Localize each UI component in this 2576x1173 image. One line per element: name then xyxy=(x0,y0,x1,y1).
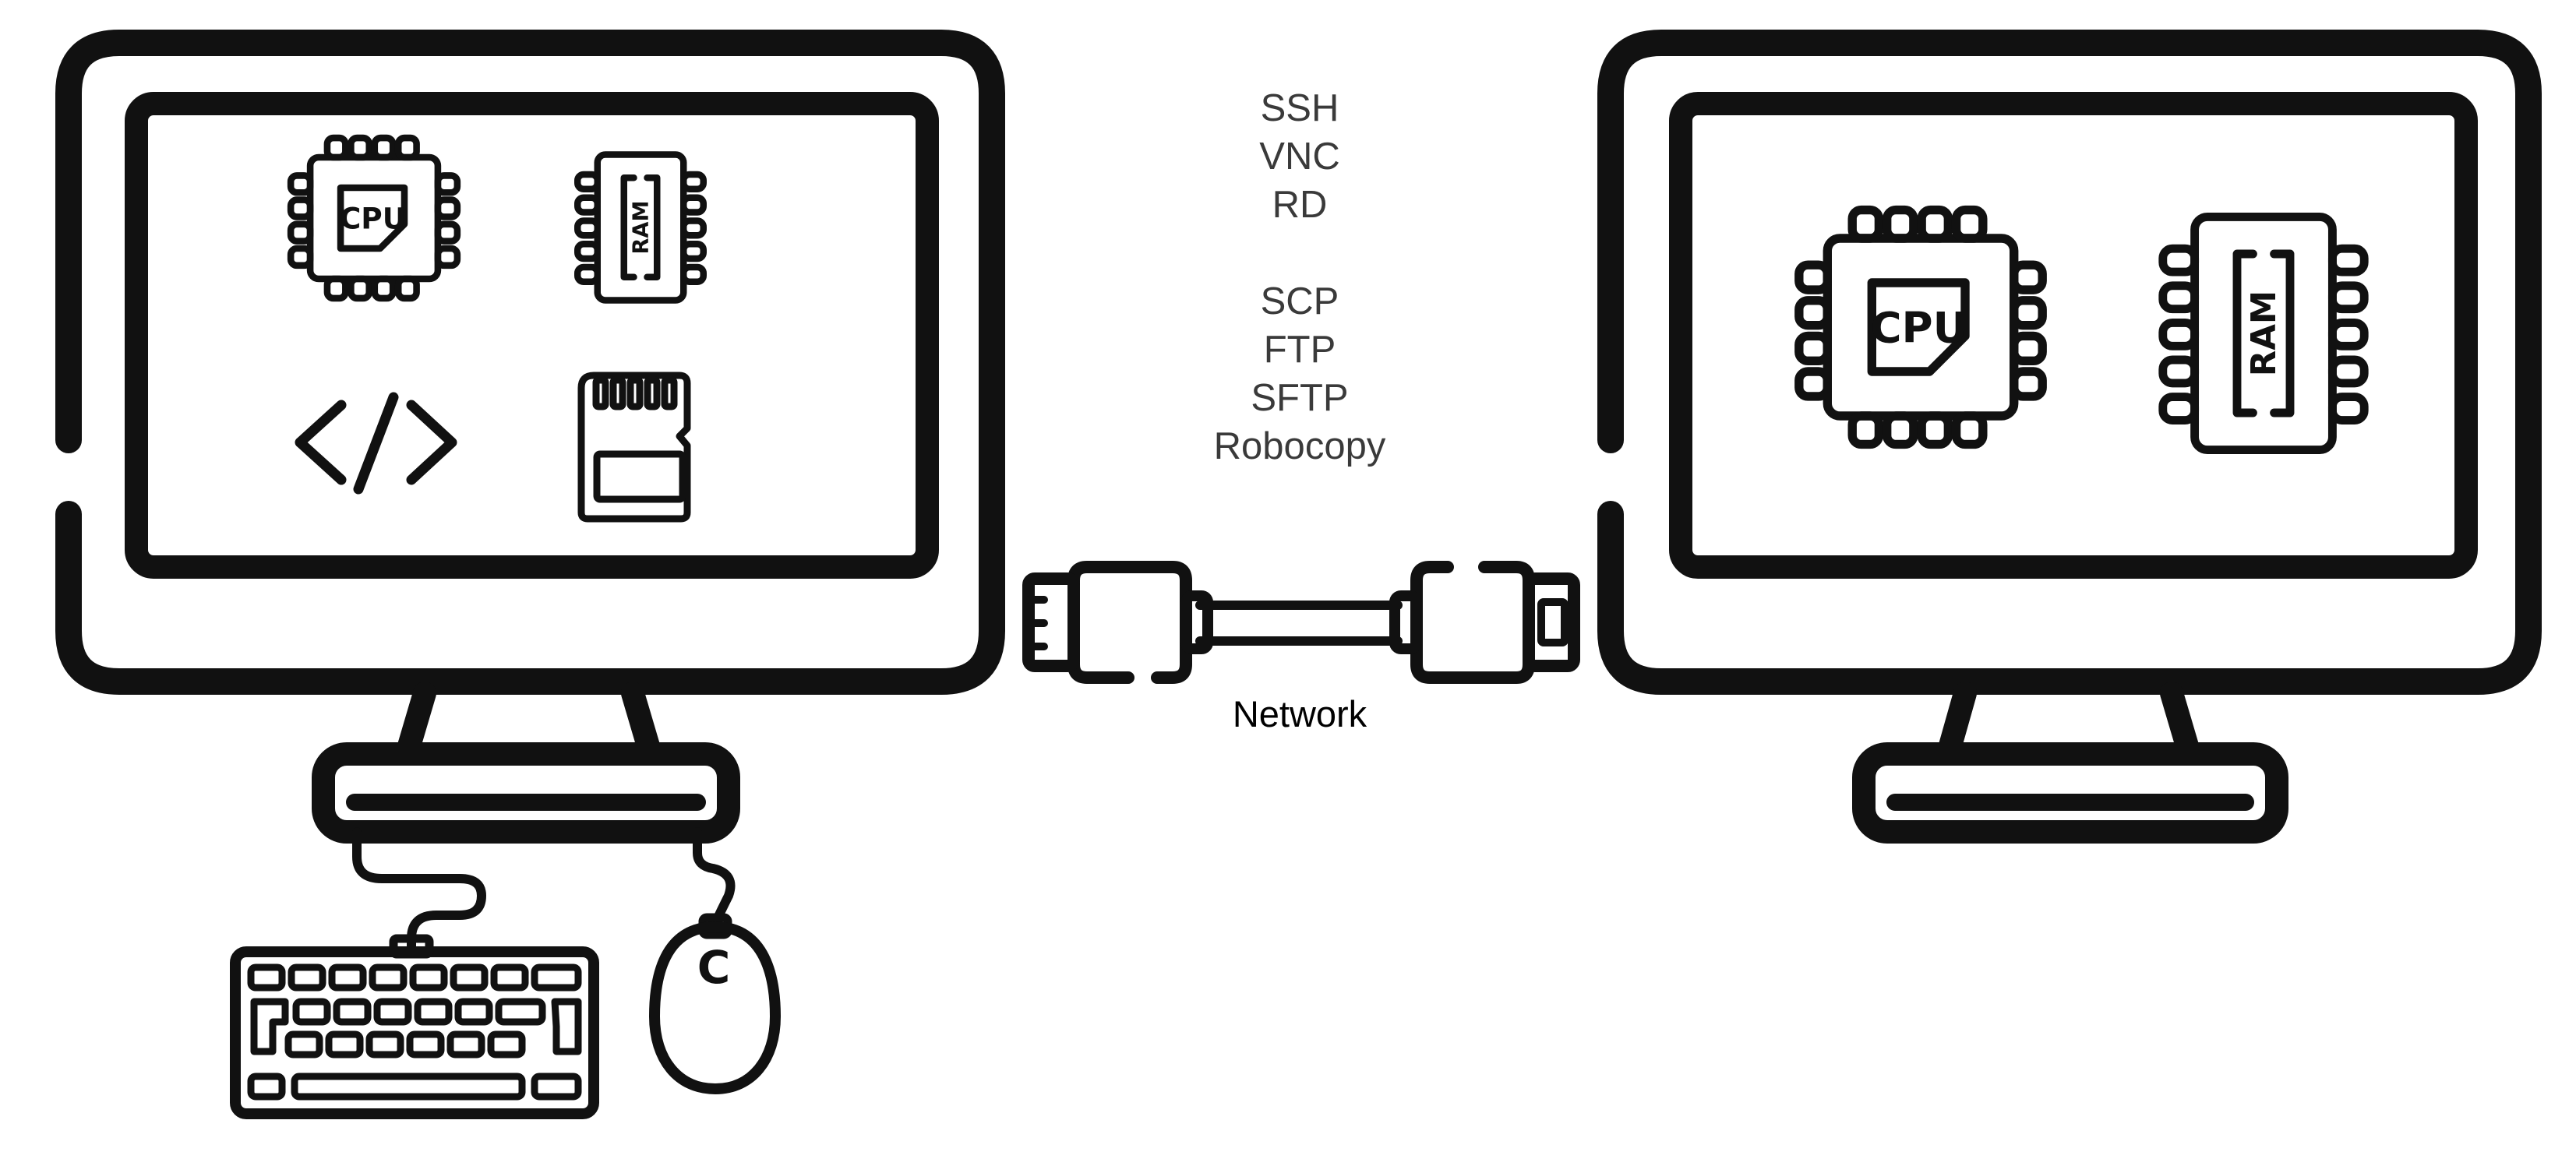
protocol-label: Robocopy xyxy=(1214,425,1386,467)
ram-label: RAM xyxy=(629,200,653,254)
network-label: Network xyxy=(1233,693,1367,734)
protocol-label: SFTP xyxy=(1251,377,1348,419)
protocol-label: SSH xyxy=(1261,87,1339,129)
ram-icon: RAM xyxy=(573,151,708,304)
cpu-icon: CPU xyxy=(1794,205,2047,449)
mouse-icon: C xyxy=(649,913,781,1094)
protocol-label: RD xyxy=(1272,184,1328,226)
ram-label: RAM xyxy=(2245,291,2284,377)
protocol-label: SCP xyxy=(1261,280,1339,322)
remote-monitor-icon xyxy=(1597,30,2542,844)
network-cable-icon xyxy=(1022,561,1580,684)
cpu-label: CPU xyxy=(1870,302,1967,352)
sd-card-icon xyxy=(577,372,691,523)
protocol-list: SSH VNC RD SCP FTP SFTP Robocopy xyxy=(1214,87,1386,467)
mouse-cable xyxy=(693,827,736,928)
protocol-label: VNC xyxy=(1259,136,1339,178)
protocol-label: FTP xyxy=(1264,329,1336,371)
ram-icon: RAM xyxy=(2158,212,2369,455)
mouse-label: C xyxy=(697,941,731,994)
keyboard-icon xyxy=(230,934,599,1119)
cpu-label: CPU xyxy=(340,201,406,235)
cpu-icon: CPU xyxy=(287,134,461,302)
local-monitor-icon xyxy=(55,30,1005,844)
code-icon xyxy=(295,392,457,495)
keyboard-cable xyxy=(352,827,486,955)
